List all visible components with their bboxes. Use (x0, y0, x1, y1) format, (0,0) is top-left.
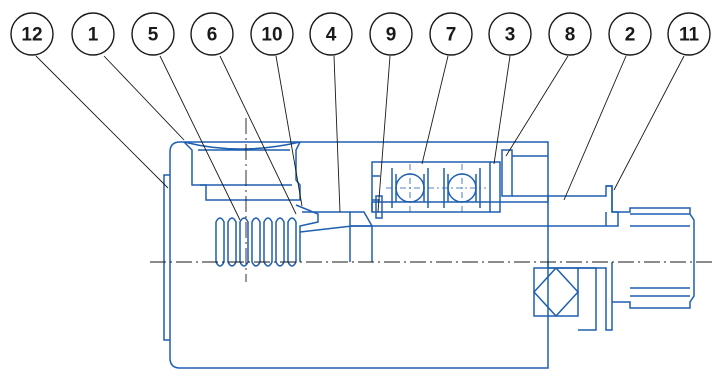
callout-2-label: 2 (625, 25, 636, 46)
cup-top-curve (183, 141, 301, 150)
end-face-flange (163, 174, 170, 341)
callout-10-label: 10 (261, 25, 282, 46)
callout-7-label: 7 (446, 25, 457, 46)
callout-3-label: 3 (505, 25, 516, 46)
callout-6-label: 6 (207, 25, 218, 46)
callout-6: 6 (190, 12, 234, 56)
callout-5-label: 5 (148, 25, 159, 46)
locating-collar (606, 185, 619, 227)
seal-cup-inner (198, 149, 292, 186)
leader-12 (35, 55, 169, 189)
callout-12-label: 12 (21, 25, 42, 46)
leader-10 (275, 55, 303, 207)
callout-2: 2 (608, 12, 652, 56)
seal-ring (295, 204, 319, 262)
callout-8-label: 8 (565, 25, 576, 46)
shaft-lower (547, 262, 613, 331)
callout-3: 3 (488, 12, 532, 56)
callout-markers: 12 1 5 6 10 4 9 7 (10, 12, 711, 56)
bearing-housing (371, 161, 491, 213)
seal-cup (183, 141, 301, 201)
callout-12: 12 (10, 12, 54, 56)
snap-ring (490, 161, 501, 213)
drive-flange (578, 267, 597, 331)
lock-nut (501, 149, 513, 197)
leader-4 (333, 55, 341, 213)
callout-8: 8 (548, 12, 592, 56)
drive-cone-frame (533, 267, 579, 317)
leader-lines (35, 55, 685, 221)
leader-2 (563, 55, 627, 201)
leader-3 (493, 55, 511, 165)
spring-coils (215, 217, 297, 267)
callout-11: 11 (667, 12, 711, 56)
callout-4-label: 4 (326, 25, 337, 46)
rotor-seat (299, 211, 373, 262)
leader-8 (505, 55, 569, 157)
shaft-upper-line (350, 212, 607, 227)
drive-cone (532, 266, 580, 318)
callout-1: 1 (71, 12, 115, 56)
callout-11-label: 11 (679, 25, 700, 46)
end-fitting-hex-lines (630, 213, 690, 297)
nut-step (512, 155, 548, 197)
callout-4: 4 (309, 12, 353, 56)
leader-5 (159, 55, 241, 221)
callout-7: 7 (429, 12, 473, 56)
callout-10: 10 (250, 12, 294, 56)
leader-6 (219, 55, 297, 215)
leader-9 (377, 55, 391, 213)
end-fitting (612, 207, 695, 309)
assembly-drawing (150, 118, 712, 369)
shaft-upper (371, 185, 613, 212)
leader-11 (613, 55, 685, 191)
housing-outline (169, 141, 549, 369)
callout-1-label: 1 (88, 25, 99, 46)
callout-5: 5 (131, 12, 175, 56)
rotor-step (350, 211, 373, 227)
bearing-centerlines (386, 164, 486, 212)
callout-9: 9 (369, 12, 413, 56)
callout-9-label: 9 (386, 25, 397, 46)
leader-1 (103, 55, 185, 141)
leader-7 (421, 55, 449, 165)
